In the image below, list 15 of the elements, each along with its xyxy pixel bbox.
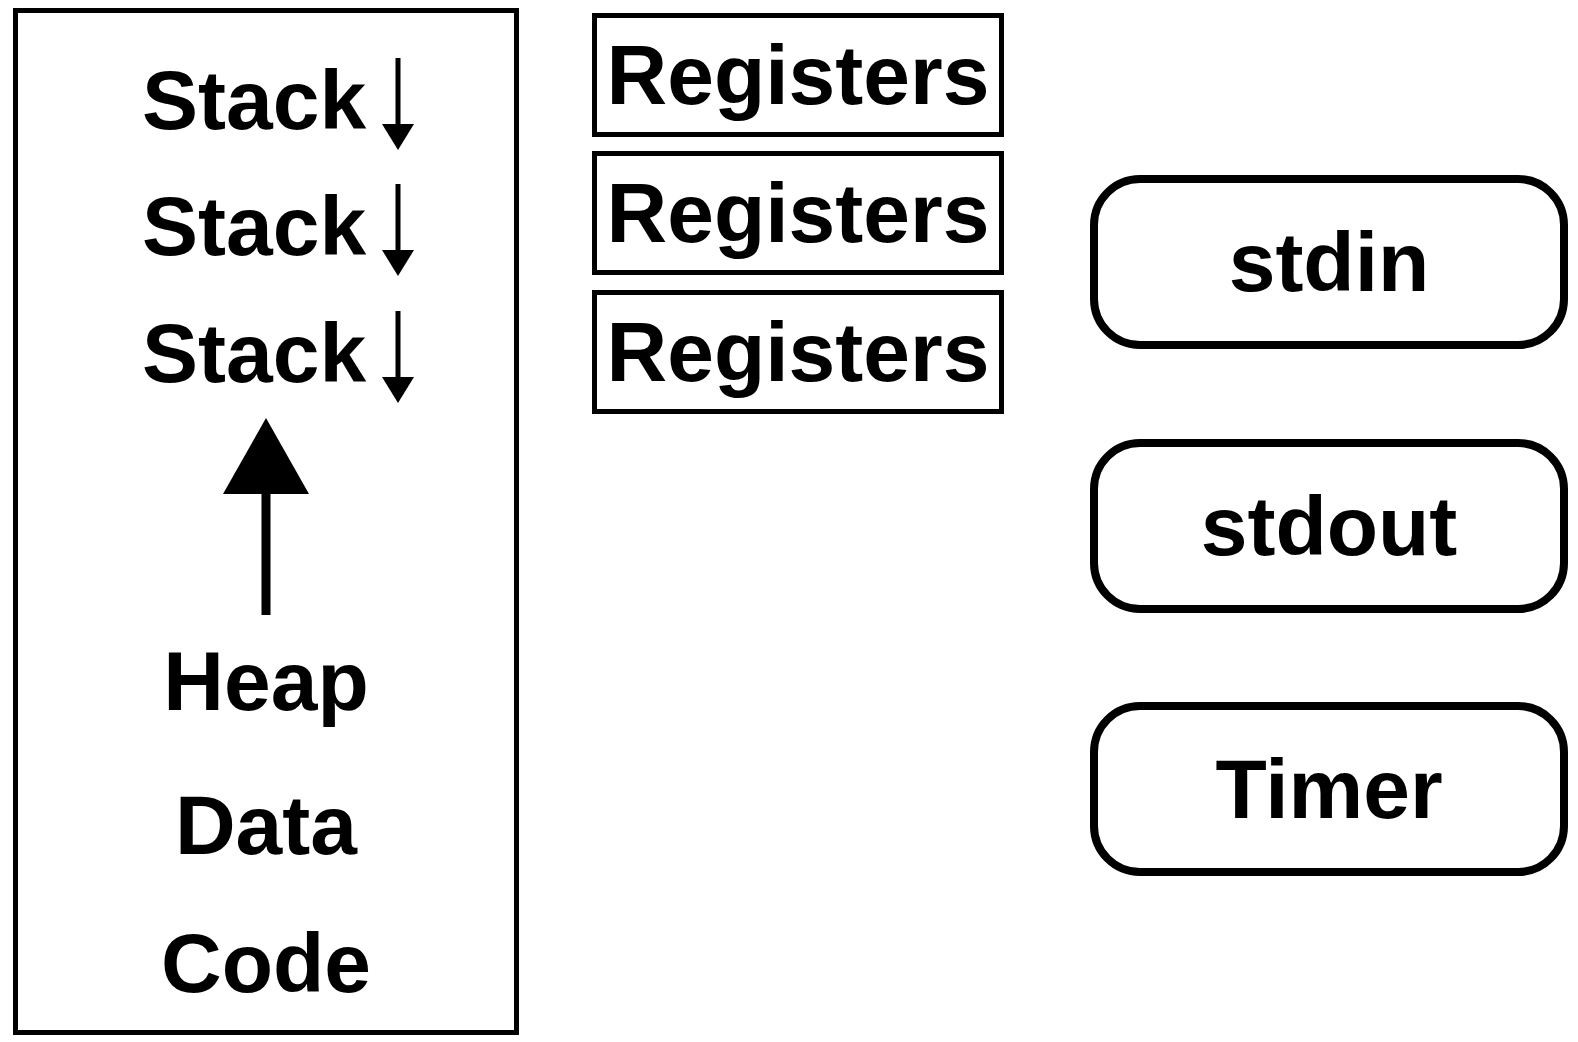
segment-label: Code [160,921,372,1005]
device-label: stdin [1227,220,1431,304]
segment-label: Data [173,783,359,867]
memory-box [13,8,519,1035]
device-box [1090,702,1568,876]
device-box [1090,175,1568,349]
register-box [592,13,1004,137]
device-box [1090,439,1568,613]
register-box [592,151,1004,275]
segment-label: Stack [142,184,367,268]
segment-label: Stack [142,58,367,142]
register-box [592,290,1004,414]
device-label: stdout [1199,484,1459,568]
device-label: Timer [1214,747,1444,831]
segment-label: Stack [142,311,367,395]
